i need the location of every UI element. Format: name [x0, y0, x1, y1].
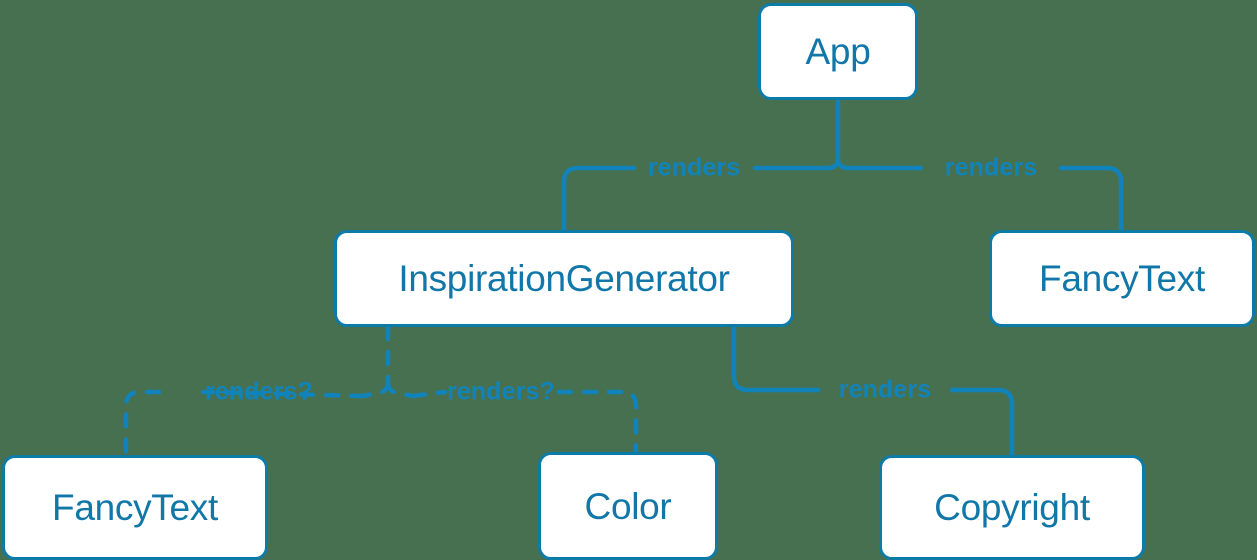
node-color-label: Color	[584, 485, 672, 527]
edge-dashed-split-right	[385, 379, 416, 399]
edge-app-to-fancytext	[1058, 165, 1124, 233]
edge-app-stem-right	[835, 155, 851, 171]
edge-label-inspirationgenerator-to-color: renders?	[447, 377, 555, 406]
edge-label-inspirationgenerator-to-fancytext: renders?	[205, 377, 313, 406]
node-fancytext-bottom-left-label: FancyText	[52, 487, 218, 528]
node-copyright-label: Copyright	[934, 487, 1090, 528]
edge-inspirationgenerator-to-fancytext-dashed-tail	[123, 389, 162, 458]
node-inspirationgenerator-label: InspirationGenerator	[398, 258, 730, 299]
edge-label-inspirationgenerator-to-copyright: renders	[838, 375, 932, 404]
node-app-label: App	[805, 31, 871, 72]
node-fancytext-right-label: FancyText	[1039, 258, 1205, 299]
node-app[interactable]: App	[758, 3, 918, 100]
edge-label-app-to-inspirationgenerator: renders	[647, 153, 741, 182]
node-fancytext-bottom-left[interactable]: FancyText	[2, 455, 268, 560]
node-fancytext-right[interactable]: FancyText	[989, 230, 1255, 327]
edge-app-to-inspirationgenerator-tail	[561, 165, 637, 233]
edge-dashed-split-left	[360, 379, 391, 399]
edge-inspirationgenerator-to-color-dashed	[556, 389, 639, 455]
edge-inspirationgenerator-to-color-dashed-head	[410, 389, 448, 399]
edge-inspirationgenerator-to-copyright-head	[731, 324, 821, 393]
edge-app-stem	[825, 97, 841, 171]
edge-inspirationgenerator-to-copyright	[949, 387, 1015, 458]
node-copyright[interactable]: Copyright	[879, 455, 1145, 560]
node-color[interactable]: Color	[538, 452, 718, 560]
node-inspirationgenerator[interactable]: InspirationGenerator	[334, 230, 794, 327]
edge-label-app-to-fancytext: renders	[944, 153, 1038, 182]
